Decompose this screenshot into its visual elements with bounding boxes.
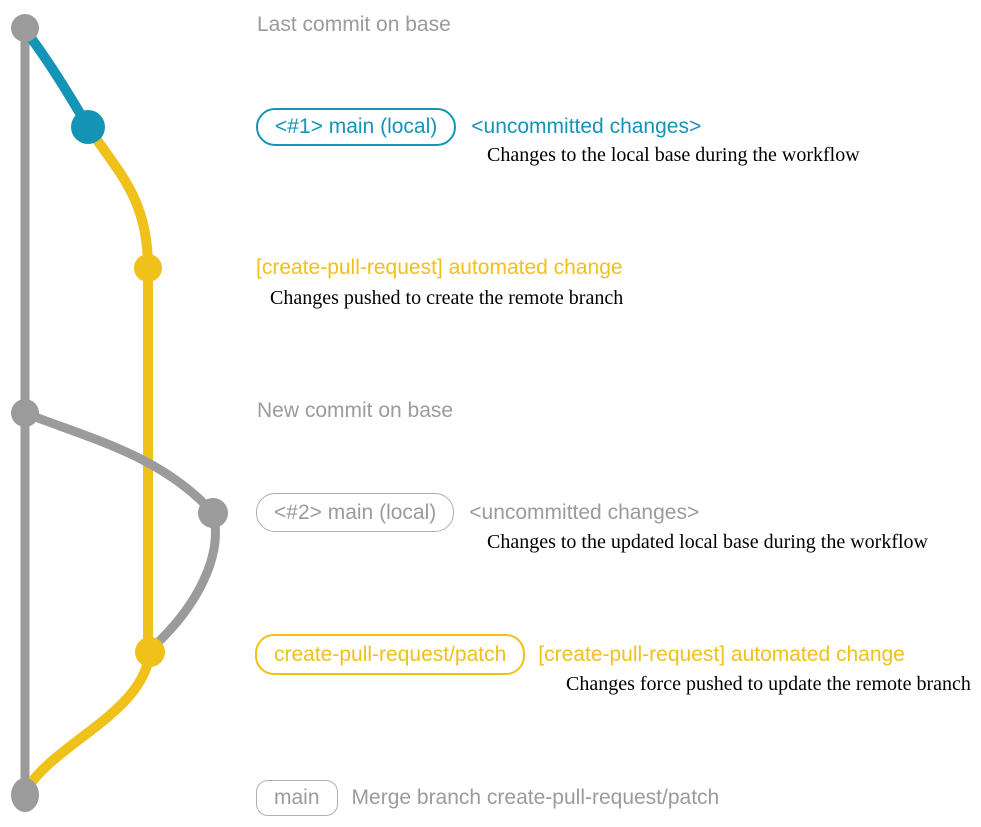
main-local-2-branch-line <box>20 408 220 654</box>
patch-branch-line <box>83 122 153 657</box>
merge-badge: main <box>256 780 338 816</box>
patch-branch-caption: Changes force pushed to update the remot… <box>566 673 971 695</box>
commit-main-local-2-dot <box>198 498 228 528</box>
commit-new-base-dot <box>11 399 39 427</box>
commit-automated-2-dot <box>135 637 165 667</box>
main-local-2-row: <#2> main (local) <uncommitted changes> <box>256 493 699 532</box>
automated-change-1-title: [create-pull-request] automated change <box>256 256 623 279</box>
last-commit-heading: Last commit on base <box>257 13 451 36</box>
commit-main-local-1-dot <box>71 110 105 144</box>
merge-row: main Merge branch create-pull-request/pa… <box>256 780 719 816</box>
main-local-2-title: <uncommitted changes> <box>469 500 700 524</box>
main-local-1-title: <uncommitted changes> <box>471 115 702 138</box>
commit-merge-dot <box>11 778 39 812</box>
automated-change-1-caption: Changes pushed to create the remote bran… <box>270 287 624 309</box>
main-local-2-caption: Changes to the updated local base during… <box>487 531 928 553</box>
patch-branch-title: [create-pull-request] automated change <box>538 642 905 666</box>
patch-branch-badge: create-pull-request/patch <box>255 634 526 675</box>
main-local-1-row: <#1> main (local) <uncommitted changes> <box>256 108 701 146</box>
main-local-2-badge: <#2> main (local) <box>256 493 455 532</box>
commit-last-base-dot <box>11 14 39 42</box>
commit-automated-1-dot <box>134 254 162 282</box>
new-commit-heading: New commit on base <box>257 399 454 422</box>
main-local-1-caption: Changes to the local base during the wor… <box>487 144 860 166</box>
patch-merge-line <box>21 647 155 796</box>
merge-title: Merge branch create-pull-request/patch <box>351 786 720 809</box>
main-local-1-branch-line <box>20 25 93 132</box>
main-local-1-badge: <#1> main (local) <box>256 108 457 146</box>
patch-branch-row: create-pull-request/patch [create-pull-r… <box>255 634 905 675</box>
